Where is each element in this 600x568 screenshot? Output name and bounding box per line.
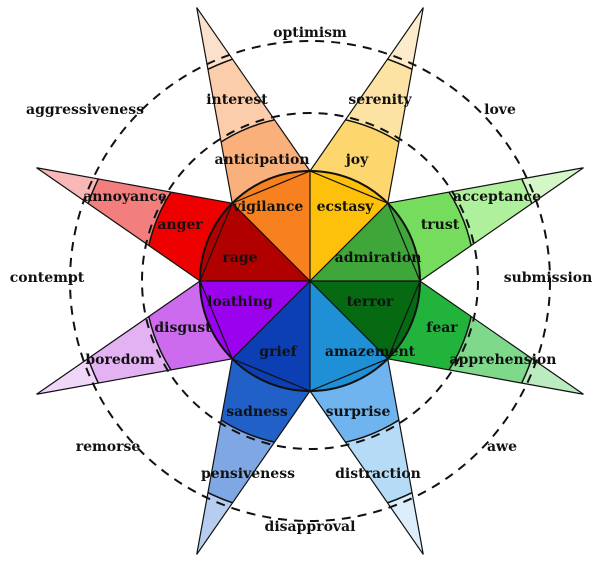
label-distraction: distraction — [335, 466, 421, 482]
petal-outline — [386, 167, 584, 282]
petal-outline — [309, 357, 424, 555]
label-sadness: sadness — [226, 404, 288, 420]
petal-outline — [309, 7, 424, 205]
dashed-ring — [69, 40, 551, 522]
dyad-remorse: remorse — [75, 439, 141, 455]
label-ecstasy: ecstasy — [316, 199, 374, 215]
label-vigilance: vigilance — [232, 199, 304, 215]
dyad-love: love — [484, 102, 516, 118]
petal-outline — [36, 280, 234, 395]
label-loathing: loathing — [207, 294, 273, 310]
label-trust: trust — [420, 217, 460, 233]
label-joy: joy — [345, 152, 369, 168]
dyad-disapproval: disapproval — [264, 519, 356, 535]
label-fear: fear — [426, 320, 458, 336]
label-terror: terror — [346, 294, 394, 310]
label-admiration: admiration — [334, 250, 422, 266]
petal-outline — [196, 7, 311, 205]
label-anger: anger — [157, 217, 203, 233]
label-pensiveness: pensiveness — [201, 466, 295, 482]
label-acceptance: acceptance — [453, 189, 541, 205]
label-anticipation: anticipation — [214, 152, 310, 168]
petal-outline — [196, 357, 311, 555]
petal-outline — [386, 280, 584, 395]
dyad-contempt: contempt — [9, 270, 85, 286]
label-annoyance: annoyance — [83, 189, 167, 205]
dyad-aggressiveness: aggressiveness — [26, 102, 144, 118]
label-rage: rage — [222, 250, 258, 266]
label-serenity: serenity — [348, 92, 412, 108]
label-grief: grief — [259, 344, 297, 360]
dyad-submission: submission — [503, 270, 593, 286]
dashed-ring — [141, 112, 479, 450]
label-interest: interest — [206, 92, 268, 108]
label-apprehension: apprehension — [449, 352, 557, 368]
label-boredom: boredom — [85, 352, 155, 368]
sector-divider — [231, 202, 389, 360]
label-disgust: disgust — [154, 320, 212, 336]
label-amazement: amazement — [324, 344, 416, 360]
label-surprise: surprise — [325, 404, 391, 420]
dyad-optimism: optimism — [273, 25, 347, 41]
dyad-awe: awe — [486, 439, 518, 455]
petal-outline — [36, 167, 234, 282]
